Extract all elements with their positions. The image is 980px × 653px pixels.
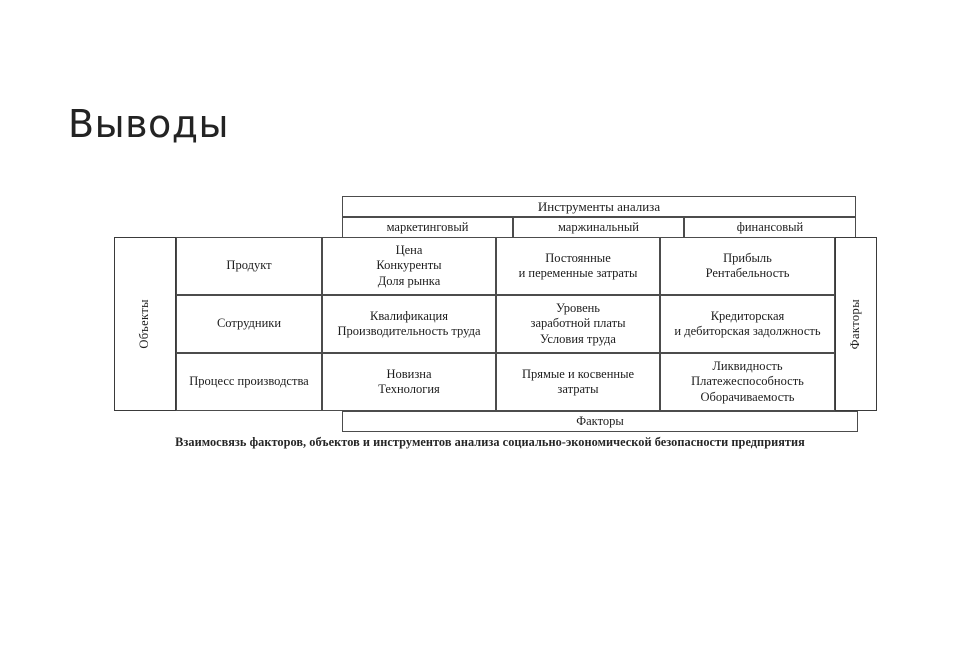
cell-text: Продукт: [226, 258, 272, 273]
header-group-label: Инструменты анализа: [342, 196, 856, 217]
right-axis-label: Факторы: [848, 298, 863, 350]
header-column-marketing: маркетинговый: [342, 217, 513, 238]
footer-label: Факторы: [342, 411, 858, 432]
page-title: Выводы: [68, 102, 229, 146]
right-axis-label-box: Факторы: [835, 237, 877, 411]
header-column-financial: финансовый: [684, 217, 856, 238]
cell-object-3: Процесс производства: [176, 353, 322, 411]
cell-object-2: Сотрудники: [176, 295, 322, 353]
cell-text: Процесс производства: [189, 374, 309, 389]
header-column-marginal: маржинальный: [513, 217, 684, 238]
left-axis-label-box: Объекты: [114, 237, 176, 411]
cell-object-1: Продукт: [176, 237, 322, 295]
cell-text: Сотрудники: [216, 316, 282, 331]
left-axis-label: Объекты: [137, 299, 152, 349]
figure-caption: Взаимосвязь факторов, объектов и инструм…: [175, 435, 805, 449]
